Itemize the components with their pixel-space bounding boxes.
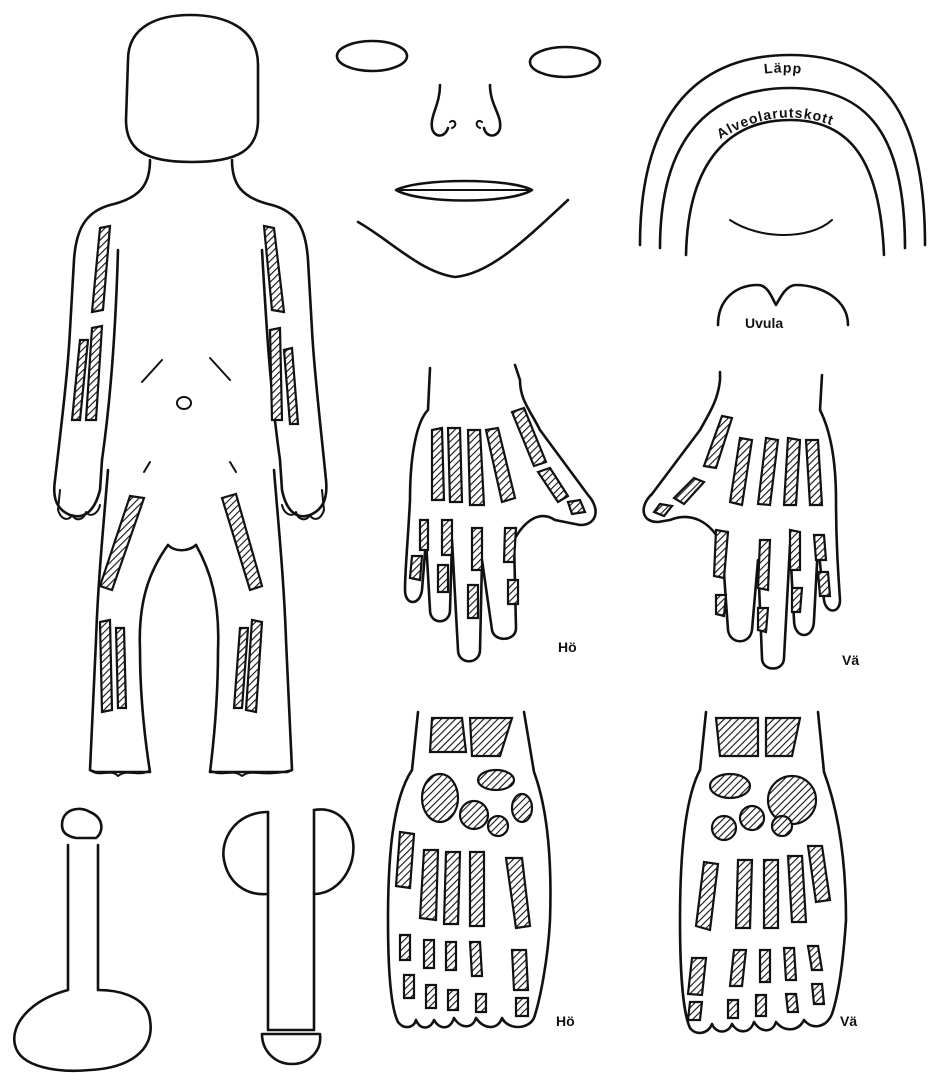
body-figure — [54, 15, 326, 776]
uvula-label: Uvula — [745, 315, 783, 331]
male-genitalia-outline — [14, 809, 150, 1071]
lip-label: Läpp — [763, 59, 803, 76]
right-hand-xray: Hö — [405, 365, 596, 661]
right-foot-xray: Hö — [388, 712, 575, 1029]
left-hand-xray: Vä — [644, 372, 860, 669]
female-genitalia-outline — [223, 809, 353, 1064]
left-foot-xray: Vä — [680, 712, 857, 1033]
left-foot-label: Vä — [840, 1013, 857, 1029]
right-hand-label: Hö — [558, 639, 577, 655]
right-foot-label: Hö — [556, 1013, 575, 1029]
palate-diagram: Läpp Alveolarutskott Uvula — [640, 55, 925, 331]
left-hand-label: Vä — [842, 652, 859, 668]
face-outline — [337, 41, 600, 277]
